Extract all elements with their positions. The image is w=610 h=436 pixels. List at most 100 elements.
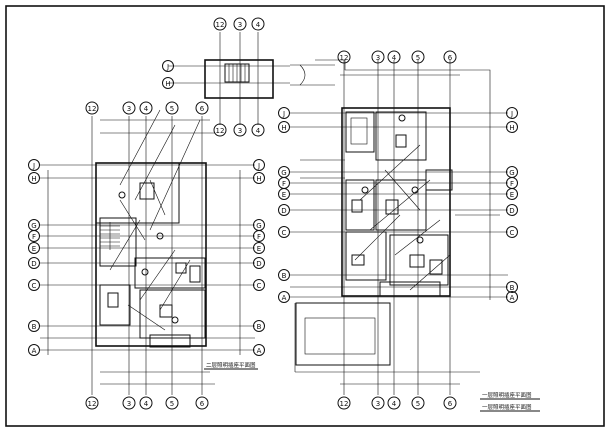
axis-label: J: [257, 162, 260, 170]
left-floor-plan: 12 3 4 5 6 12 3 4 5 6 J H G F E D C B A …: [28, 101, 265, 410]
axis-label: 12: [216, 127, 225, 135]
axis-label: D: [509, 207, 514, 215]
axis-label: E: [32, 245, 36, 253]
axis-bubble: [233, 123, 247, 137]
axis-label: 5: [170, 105, 174, 113]
axis-label: 4: [392, 400, 397, 408]
axis-label: F: [32, 233, 36, 241]
axis-label: J: [166, 63, 169, 71]
legend-title-1: 一层照明插座平面图: [482, 391, 532, 399]
axis-label: F: [510, 180, 514, 188]
garage: [345, 111, 375, 153]
plan-titles: 一层照明插座平面图 一层照明插座平面图: [480, 391, 540, 412]
axis-label: D: [256, 260, 261, 268]
room-outline: [375, 111, 427, 161]
axis-label: 3: [238, 127, 242, 135]
axis-label: 3: [376, 54, 380, 62]
axis-label: 12: [216, 21, 225, 29]
left-dimension-lines: [47, 119, 241, 373]
room-outline: [95, 162, 180, 224]
axis-label: H: [31, 175, 36, 183]
room-outline: [379, 281, 441, 297]
axis-label: 6: [200, 400, 205, 408]
axis-label: C: [282, 229, 287, 237]
right-top-axis-bubbles: 12 3 4 5 6: [337, 50, 457, 64]
axis-label: 3: [127, 105, 131, 113]
axis-label: 3: [376, 400, 380, 408]
axis-label: 12: [88, 105, 97, 113]
axis-label: C: [32, 282, 37, 290]
axis-label: D: [31, 260, 36, 268]
left-plan-outline: [95, 162, 207, 347]
axis-label: H: [281, 124, 286, 132]
terrace: [295, 302, 391, 366]
axis-label: 4: [144, 105, 149, 113]
axis-label: 12: [340, 54, 349, 62]
axis-label: A: [282, 294, 287, 302]
room-outline: [149, 334, 191, 348]
room-outline: [134, 257, 206, 289]
axis-label: B: [32, 323, 37, 331]
right-plan-left-axis-bubbles: J H G F E D C B A: [278, 107, 290, 303]
axis-label: H: [256, 175, 261, 183]
room-outline: [345, 179, 375, 231]
axis-label: 5: [416, 400, 420, 408]
axis-label: E: [510, 191, 514, 199]
stair-plan-steps: [228, 64, 335, 86]
room-outline: [425, 169, 453, 191]
left-bottom-axis-bubbles: 12 3 4 5 6: [85, 396, 209, 410]
legend-title-2: 一层照明插座平面图: [482, 403, 532, 411]
axis-bubble: [251, 17, 265, 31]
axis-label: G: [31, 222, 36, 230]
axis-label: 4: [256, 127, 261, 135]
left-side-axis-bubbles: J H G F E D C B A: [28, 159, 40, 356]
left-axis-lines: [40, 116, 255, 395]
axis-label: 3: [127, 400, 131, 408]
axis-label: F: [282, 180, 286, 188]
axis-label: G: [281, 169, 286, 177]
right-bottom-axis-bubbles: 12 3 4 5 6: [337, 396, 457, 410]
axis-label: J: [32, 162, 35, 170]
axis-label: 12: [88, 400, 97, 408]
axis-label: 12: [340, 400, 349, 408]
stair-plan: 12 3 4 12 3 4 J H: [162, 17, 335, 137]
axis-label: B: [510, 284, 515, 292]
axis-bubble: [213, 123, 227, 137]
left-plan-right-axis-bubbles: J H G F E D C B A: [253, 159, 265, 356]
axis-label: J: [282, 110, 285, 118]
axis-label: A: [257, 347, 262, 355]
axis-label: 4: [256, 21, 261, 29]
axis-label: 3: [238, 21, 242, 29]
axis-label: H: [165, 80, 170, 88]
axis-label: A: [32, 347, 37, 355]
room-outline: [389, 234, 449, 286]
axis-label: E: [282, 191, 286, 199]
right-floor-plan: 12 3 4 5 6 12 3 4 5 6 J H G F E D C B A …: [278, 50, 518, 410]
axis-label: F: [257, 233, 261, 241]
left-fixtures: [107, 182, 201, 324]
axis-bubble: [233, 17, 247, 31]
axis-bubble: [213, 17, 227, 31]
stair-axis-lines: [168, 32, 290, 125]
right-wiring: [300, 144, 500, 291]
axis-label: C: [510, 229, 515, 237]
axis-label: 4: [144, 400, 149, 408]
right-plan-right-axis-bubbles: J H G F E D C B A: [506, 107, 518, 303]
axis-bubble: [251, 123, 265, 137]
right-fixtures: [351, 114, 443, 275]
axis-label: 4: [392, 54, 397, 62]
axis-label: H: [509, 124, 514, 132]
stair-plan-outline: [204, 59, 274, 99]
axis-label: 6: [448, 54, 453, 62]
right-axis-lines: [290, 60, 508, 395]
site-outline: [315, 59, 491, 300]
car-icon: [350, 117, 368, 145]
axis-label: A: [510, 294, 515, 302]
room-outline: [99, 284, 131, 326]
sheet-border: [5, 5, 605, 427]
axis-label: E: [257, 245, 261, 253]
axis-label: D: [281, 207, 286, 215]
axis-label: G: [509, 169, 514, 177]
